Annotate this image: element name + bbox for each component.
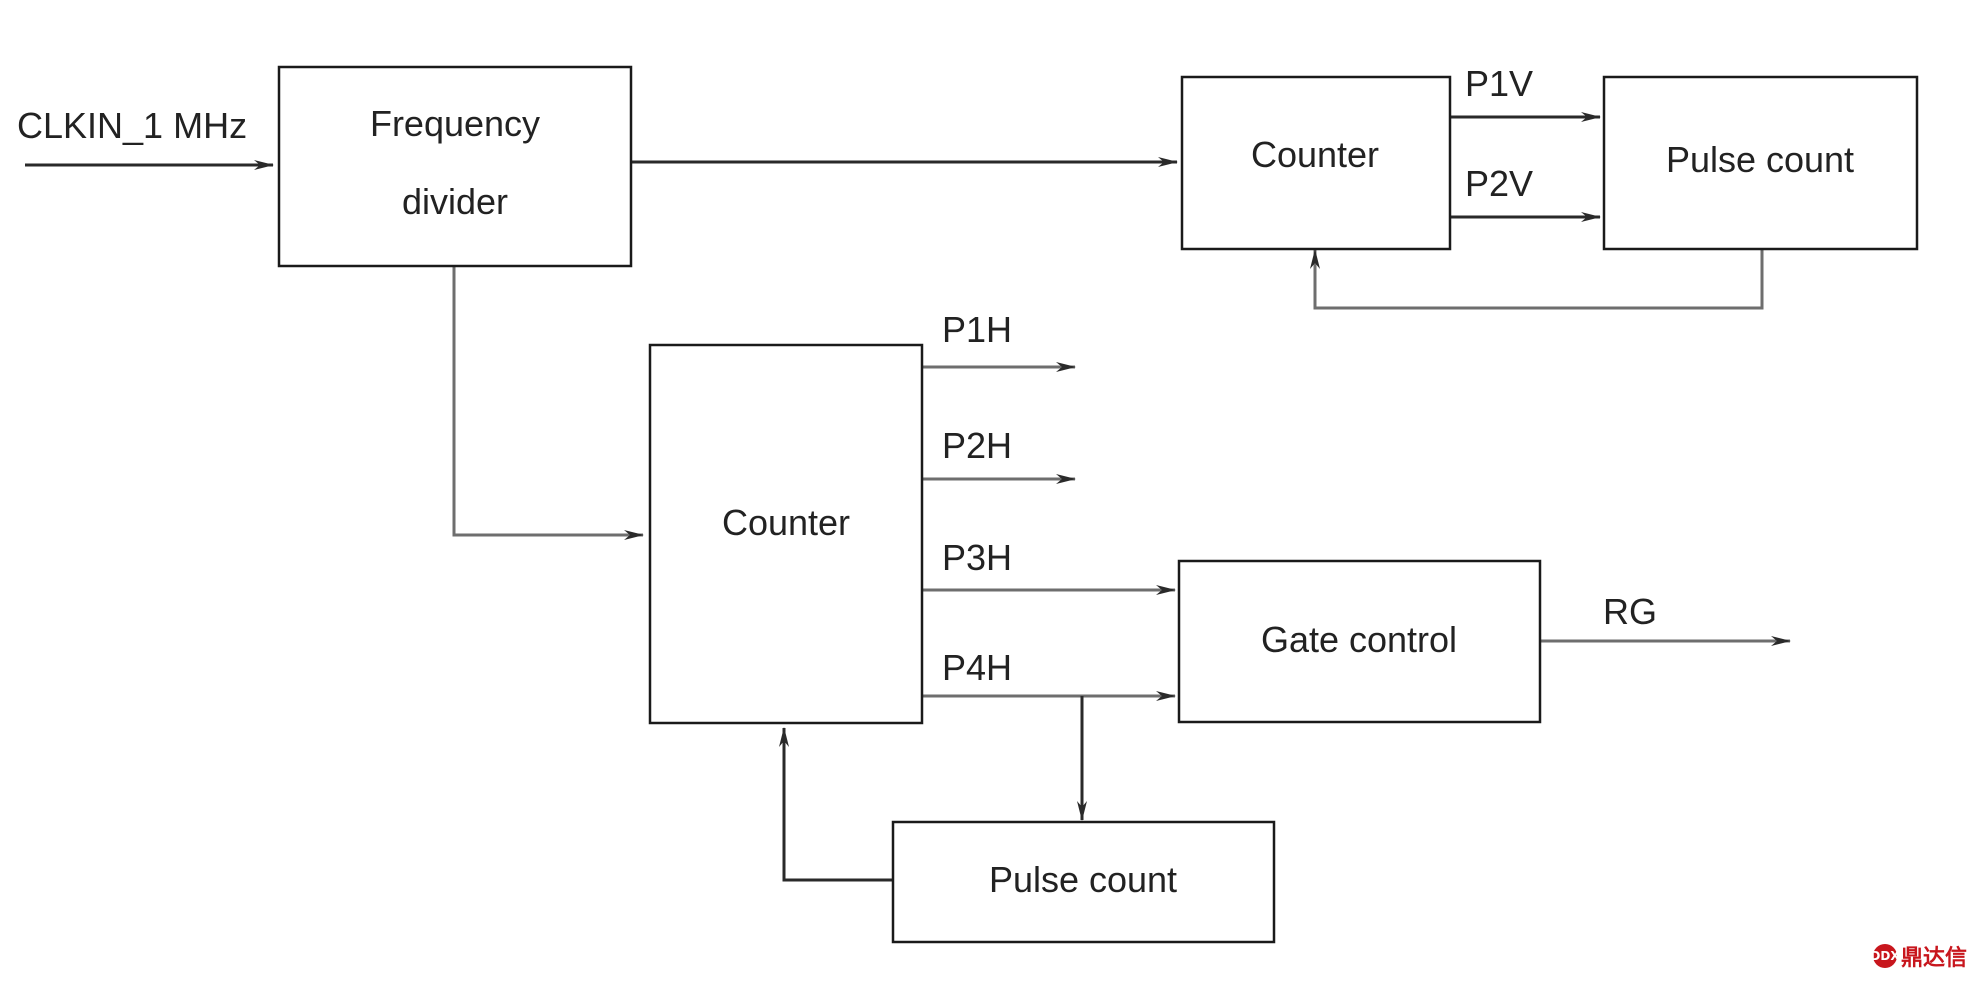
- main-counter-label: Counter: [722, 502, 850, 543]
- watermark-logo-icon: DDX: [1870, 944, 1900, 968]
- p2h-label: P2H: [942, 425, 1012, 466]
- p1h-label: P1H: [942, 309, 1012, 350]
- top-feedback-wire: [1310, 249, 1764, 310]
- rg-label: RG: [1603, 591, 1657, 632]
- p1v-label: P1V: [1465, 63, 1533, 104]
- input-label: CLKIN_1 MHz: [17, 105, 247, 146]
- bottom-pulse-count-block: [891, 820, 1276, 944]
- main-counter-block: [648, 343, 924, 725]
- top-pulse-count-block: [1602, 75, 1919, 251]
- frequency-divider-block: [277, 65, 633, 268]
- top-counter-block: [1180, 75, 1452, 251]
- top-pulse-count-label: Pulse count: [1666, 139, 1854, 180]
- watermark-text: 鼎达信: [1900, 946, 1967, 971]
- top-counter-label: Counter: [1251, 134, 1379, 175]
- gate-control-label: Gate control: [1261, 619, 1457, 660]
- gate-control-block: [1177, 559, 1542, 724]
- frequency-divider-label-line2: divider: [402, 181, 508, 222]
- watermark: DDX 鼎达信: [1870, 940, 1967, 972]
- frequency-divider-label-line1: Frequency: [370, 103, 540, 144]
- bottom-feedback-wire: [779, 727, 893, 882]
- bottom-pulse-count-label: Pulse count: [989, 859, 1177, 900]
- p4h-label: P4H: [942, 647, 1012, 688]
- p2v-label: P2V: [1465, 163, 1533, 204]
- p3h-label: P3H: [942, 537, 1012, 578]
- divider-to-main-counter-wire: [452, 266, 644, 540]
